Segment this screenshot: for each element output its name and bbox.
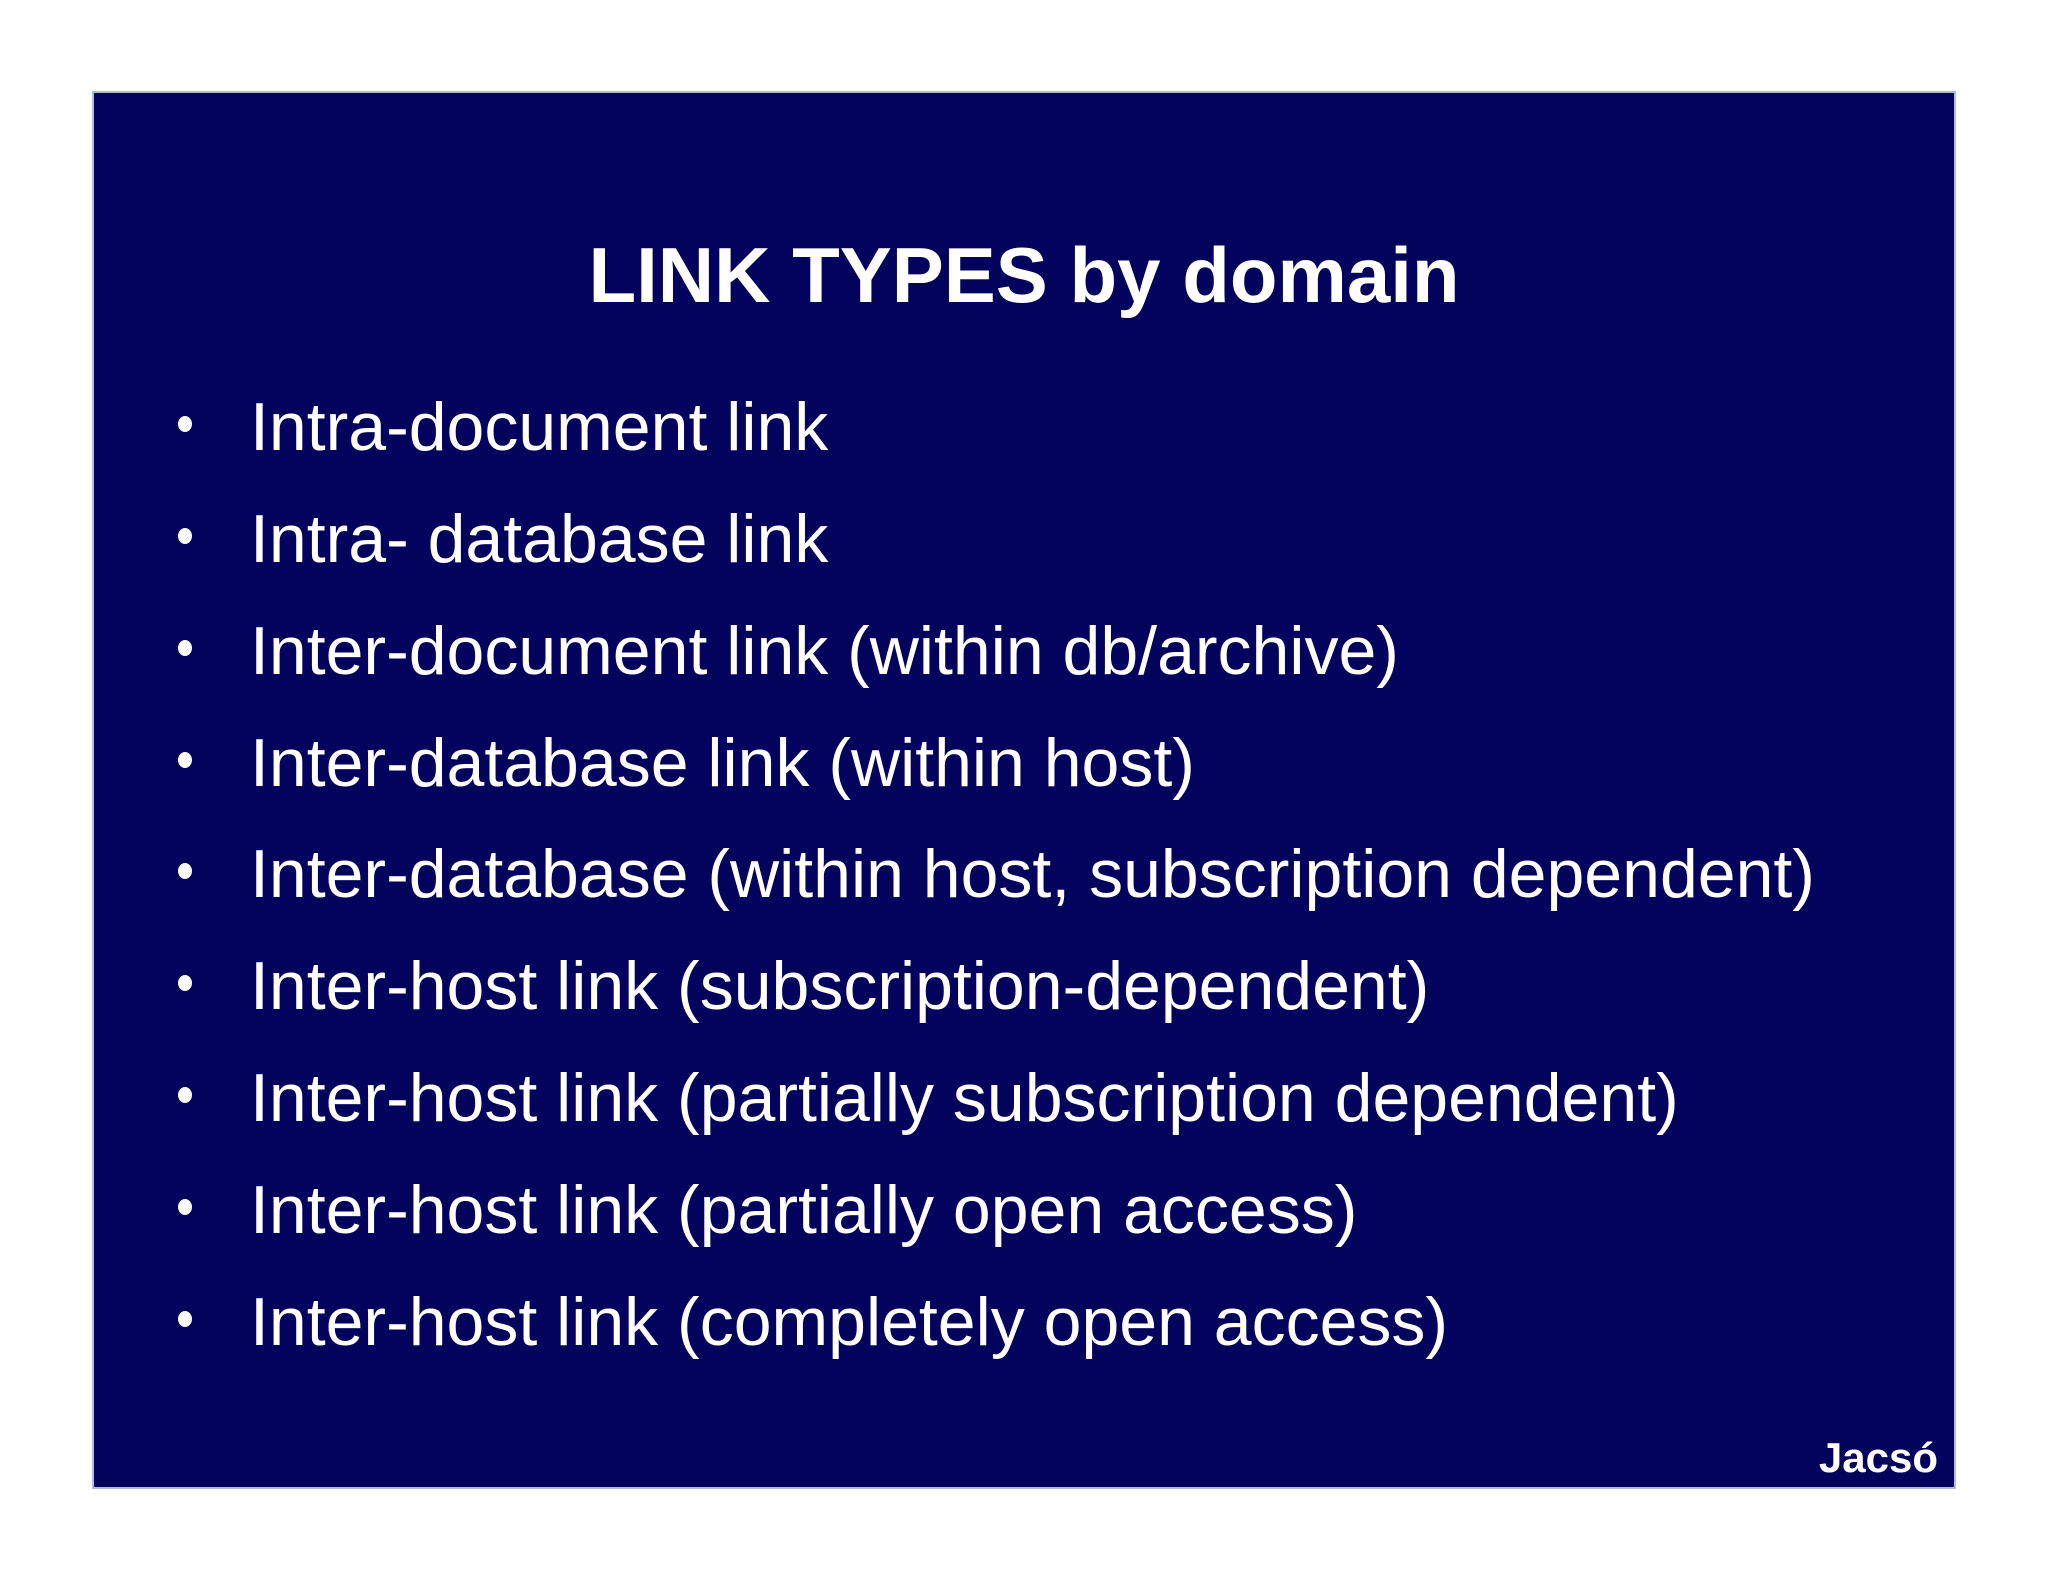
slide-panel: LINK TYPES by domain Intra-document link…: [92, 91, 1956, 1489]
bullet-text: Inter-host link (partially subscription …: [250, 1060, 1679, 1136]
bullet-text: Inter-database link (within host): [250, 725, 1195, 801]
bullet-dot-icon: [178, 1087, 192, 1103]
slide-title: LINK TYPES by domain: [588, 231, 1460, 319]
list-item: Inter-host link (completely open access): [178, 1283, 1449, 1361]
bullet-dot-icon: [178, 528, 192, 544]
bullet-list: Intra-document link Intra- database link…: [94, 93, 1954, 1487]
bullet-text: Intra- database link: [250, 501, 829, 577]
list-item: Inter-host link (subscription-dependent): [178, 947, 1430, 1025]
bullet-text: Inter-document link (within db/archive): [250, 613, 1399, 689]
bullet-dot-icon: [178, 1311, 192, 1327]
bullet-text: Inter-host link (subscription-dependent): [250, 948, 1430, 1024]
bullet-dot-icon: [178, 416, 192, 432]
author-credit: Jacsó: [1818, 1434, 1938, 1481]
list-item: Intra-document link: [178, 388, 829, 466]
bullet-text: Inter-database (within host, subscriptio…: [250, 836, 1815, 912]
list-item: Inter-host link (partially subscription …: [178, 1059, 1679, 1137]
list-item: Intra- database link: [178, 500, 829, 578]
bullet-dot-icon: [178, 1199, 192, 1215]
bullet-dot-icon: [178, 752, 192, 768]
bullet-text: Intra-document link: [250, 389, 829, 465]
bullet-text: Inter-host link (partially open access): [250, 1172, 1358, 1248]
list-item: Inter-document link (within db/archive): [178, 612, 1399, 690]
bullet-dot-icon: [178, 863, 192, 879]
list-item: Inter-host link (partially open access): [178, 1171, 1358, 1249]
bullet-dot-icon: [178, 640, 192, 656]
list-item: Inter-database (within host, subscriptio…: [178, 835, 1815, 913]
bullet-dot-icon: [178, 975, 192, 991]
bullet-text: Inter-host link (completely open access): [250, 1284, 1449, 1360]
list-item: Inter-database link (within host): [178, 724, 1195, 802]
